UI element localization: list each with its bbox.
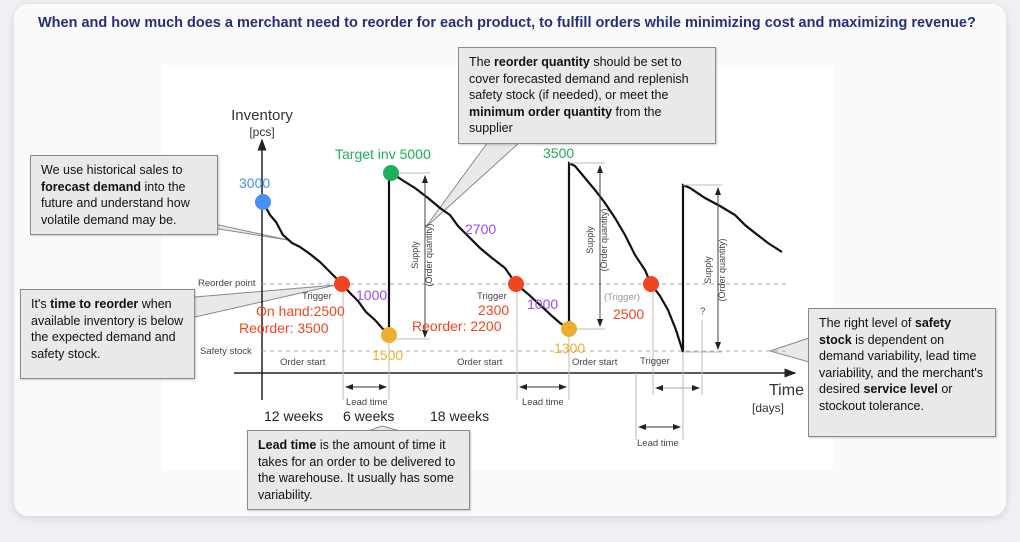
question-mark: ?: [700, 306, 705, 317]
order-quantity-label: (Order quantity): [717, 238, 727, 301]
trigger-label: (Trigger): [604, 292, 640, 303]
callout-text: We use historical sales to: [41, 163, 183, 177]
on-hand-value: 2500: [613, 306, 644, 322]
reorder-value: Reorder: 3500: [239, 320, 329, 336]
callout-text: is dependent on demand variability, lead…: [819, 332, 984, 397]
start-value: 3000: [239, 175, 270, 191]
low-value: 1300: [554, 340, 585, 356]
lead-time-guides: [342, 290, 703, 440]
trigger-label: Trigger: [640, 356, 670, 367]
low-value: 1500: [372, 347, 403, 363]
callout-bold: time to reorder: [50, 297, 139, 311]
start-dot: [255, 194, 271, 210]
reorder-value: Reorder: 2200: [412, 318, 502, 334]
on-hand-value: 2300: [478, 302, 509, 318]
target-value: Target inv 5000: [335, 146, 431, 162]
duration-label: 6 weeks: [343, 408, 394, 424]
order-start-label: Order start: [280, 357, 326, 368]
demand-value: 1000: [527, 296, 558, 312]
callout-text: from the supplier: [469, 104, 662, 136]
y-axis-label: Inventory: [231, 107, 293, 124]
mid-value: 2700: [465, 221, 496, 237]
target-dot: [383, 165, 399, 181]
low-dot: [381, 327, 397, 343]
callout-text: when available inventory is below the ex…: [31, 297, 184, 361]
callout-pointer: [768, 337, 810, 363]
x-axis-label: Time: [769, 382, 804, 399]
y-axis-unit: [pcs]: [249, 125, 274, 139]
supply-label: Supply: [585, 226, 595, 254]
callout-text: The right level of: [819, 316, 915, 330]
trigger-label: Trigger: [477, 291, 507, 302]
callout-pointer: [424, 141, 522, 229]
callout-bold: minimum order quantity: [469, 104, 613, 119]
callout-text: The: [469, 55, 495, 69]
low-dot: [561, 321, 577, 337]
callout-text: is the amount of time it takes for an or…: [258, 438, 456, 502]
supply-label: Supply: [703, 256, 713, 284]
forecast-callout: We use historical sales to forecast dema…: [30, 155, 218, 235]
safety-stock-label: Safety stock: [200, 346, 252, 357]
reorder-point-label: Reorder point: [198, 278, 256, 289]
callout-text: or stockout tolerance.: [819, 382, 953, 413]
reorder-dot: [508, 276, 524, 292]
callout-bold: forecast demand: [41, 179, 142, 194]
order-quantity-label: (Order quantity): [599, 208, 609, 271]
reorder-time-callout: It's time to reorder when available inve…: [20, 289, 195, 379]
peak-value: 3500: [543, 145, 574, 161]
order-quantity-label: (Order quantity): [424, 223, 434, 286]
duration-label: 12 weeks: [264, 408, 323, 424]
callout-bold: reorder quantity: [494, 55, 590, 69]
lead-time-label: Lead time: [346, 397, 388, 408]
order-start-label: Order start: [457, 357, 503, 368]
lead-time-label: Lead time: [522, 397, 564, 408]
x-axis-unit: [days]: [752, 401, 784, 415]
order-start-label: Order start: [572, 357, 618, 368]
callout-bold: safety stock: [819, 316, 952, 347]
demand-value: 1000: [356, 287, 387, 303]
callout-text: should be set to cover forecasted demand…: [469, 55, 689, 102]
callout-bold: Lead time: [258, 438, 317, 452]
callout-text: It's: [31, 297, 51, 311]
supply-label: Supply: [410, 241, 420, 269]
callout-bold: service level: [863, 382, 938, 396]
duration-label: 18 weeks: [430, 408, 489, 424]
lead-time-label: Lead time: [637, 438, 679, 449]
trigger-label: Trigger: [302, 291, 332, 302]
safety-stock-callout: The right level of safety stock is depen…: [808, 308, 996, 437]
reorder-quantity-callout: The reorder quantity should be set to co…: [458, 47, 716, 144]
reorder-dot: [334, 276, 350, 292]
callout-text: into the future and understand how volat…: [41, 179, 190, 227]
page-title: When and how much does a merchant need t…: [38, 15, 976, 31]
lead-time-callout: Lead time is the amount of time it takes…: [247, 430, 470, 510]
on-hand-value: On hand:2500: [256, 303, 345, 319]
reorder-dot: [643, 276, 659, 292]
